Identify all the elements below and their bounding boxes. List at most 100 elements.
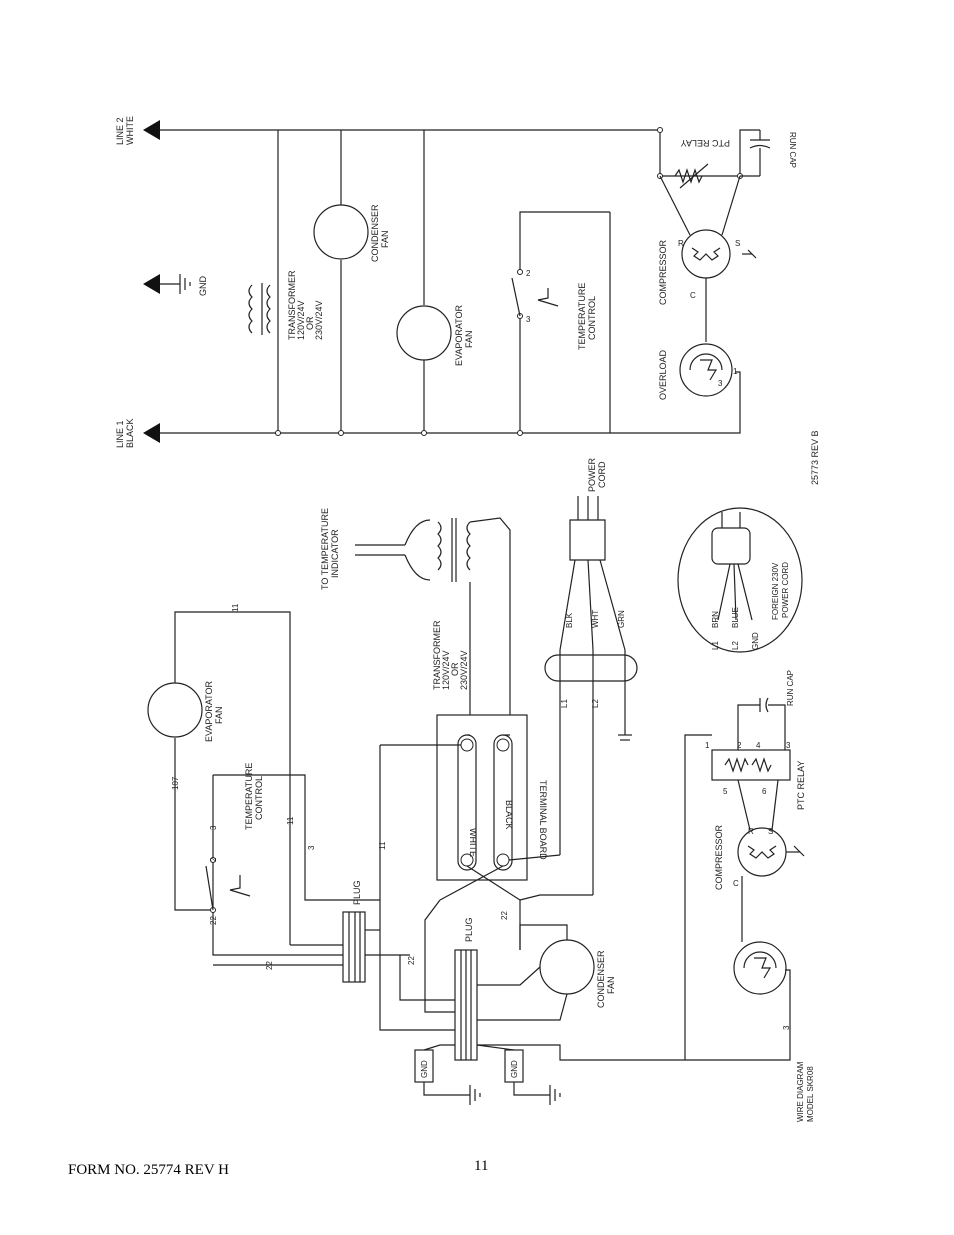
svg-text:POWER CORD: POWER CORD [781,562,790,618]
schematic-compressor-label: COMPRESSOR [658,239,668,305]
foreign-plug-icon [711,512,753,621]
svg-text:230V/24V: 230V/24V [459,650,469,690]
svg-text:120V/24V: 120V/24V [296,300,306,340]
svg-text:C: C [733,879,739,888]
svg-text:OR: OR [450,662,460,676]
svg-text:1: 1 [705,741,710,750]
svg-text:6: 6 [762,787,767,796]
cord-strain-relief [544,654,638,682]
svg-text:11: 11 [286,816,295,825]
svg-text:22: 22 [407,956,416,965]
svg-text:3: 3 [526,315,531,324]
ground-icon [469,1085,481,1105]
schematic-transformer-icon [248,283,271,335]
line2-color-label: WHITE [125,116,135,145]
schematic-gnd-label: GND [198,276,208,297]
svg-text:TRANSFORMER: TRANSFORMER [287,270,297,340]
svg-text:3: 3 [782,1025,791,1030]
svg-text:EVAPORATOR: EVAPORATOR [454,304,464,366]
svg-text:11: 11 [231,603,240,612]
svg-text:FAN: FAN [214,706,224,724]
terminal-board [436,714,528,881]
wiring-run-cap-icon [759,697,769,713]
ground-terminal-arrow [143,274,160,294]
svg-text:CONDENSER: CONDENSER [596,950,606,1008]
wiring-overload-icon [733,941,787,995]
svg-text:CONTROL: CONTROL [587,296,597,340]
terminal-black-label: BLACK [504,800,514,830]
line1-label: LINE 1 [115,420,125,448]
wiring-compressor-label: COMPRESSOR [714,824,724,890]
cord-grn-label: GRN [617,610,626,628]
svg-text:C: C [690,291,696,300]
svg-text:2: 2 [526,269,531,278]
foreign-power-cord-bubble [677,507,803,653]
schematic-diagram: LINE 2 WHITE LINE 1 BLACK GND TRANSFORME… [115,116,820,485]
svg-text:S: S [768,827,773,836]
svg-text:L2: L2 [591,699,600,708]
svg-text:S: S [735,239,740,248]
schematic-run-cap-label: RUN CAP [788,132,797,168]
svg-text:FAN: FAN [606,976,616,994]
line1-terminal-arrow [143,423,160,443]
wiring-evaporator-fan-icon [147,682,203,738]
svg-text:L2: L2 [731,641,740,650]
schematic-rev-label: 25773 REV B [810,430,820,485]
svg-text:GND: GND [751,632,760,650]
svg-text:3: 3 [786,741,791,750]
terminal-board-label: TERMINAL BOARD [538,780,548,860]
svg-text:TEMPERATURE: TEMPERATURE [244,763,254,830]
svg-text:107: 107 [171,776,180,790]
wiring-condenser-fan-icon [539,939,595,995]
svg-text:2: 2 [209,857,218,862]
cord-blk-label: BLK [565,612,574,628]
schematic-run-cap-icon [749,139,771,149]
svg-text:BRN: BRN [711,611,720,628]
svg-text:GND: GND [510,1060,519,1078]
power-cord-plug-icon [569,496,606,561]
svg-text:CONTROL: CONTROL [254,776,264,820]
page-number: 11 [474,1158,489,1174]
line1-color-label: BLACK [125,418,135,448]
svg-text:3: 3 [307,845,316,850]
wire-diagram: TO TEMPERATURE INDICATOR TRANSFORMER 120… [147,457,815,1122]
svg-text:2: 2 [737,741,742,750]
svg-text:11: 11 [378,841,387,850]
schematic-overload-icon [679,343,733,397]
schematic-ptc-relay-label: PTC RELAY [681,138,730,148]
ground-icon [549,1085,561,1105]
svg-text:L1: L1 [560,699,569,708]
schematic-temp-control-switch [511,269,559,319]
svg-text:L1: L1 [711,641,720,650]
wiring-temp-control-switch [205,857,251,913]
svg-text:5: 5 [723,787,728,796]
wiring-run-cap-label: RUN CAP [786,670,795,706]
cord-wht-label: WHT [591,610,600,628]
svg-text:TEMPERATURE: TEMPERATURE [577,283,587,350]
svg-text:22: 22 [209,916,218,925]
svg-text:230V/24V: 230V/24V [314,300,324,340]
ptc-relay-resistor-icon [674,168,703,184]
foreign-cord-label: FOREIGN 230V [771,562,780,620]
form-number: FORM NO. 25774 REV H [68,1162,229,1178]
schematic-evaporator-fan-icon [396,305,452,361]
svg-text:R: R [678,239,684,248]
svg-text:22: 22 [500,911,509,920]
svg-text:FAN: FAN [380,230,390,248]
svg-text:120V/24V: 120V/24V [441,650,451,690]
power-cord-label: POWER [587,457,597,492]
wiring-transformer-icon [437,518,471,582]
svg-text:INDICATOR: INDICATOR [330,529,340,578]
plug-lower-label: PLUG [464,917,474,942]
svg-text:MODEL SKR08: MODEL SKR08 [806,1066,815,1122]
to-temp-indicator-label: TO TEMPERATURE [320,508,330,590]
svg-text:CONDENSER: CONDENSER [370,204,380,262]
schematic-overload-label: OVERLOAD [658,349,668,400]
svg-text:4: 4 [756,741,761,750]
svg-text:EVAPORATOR: EVAPORATOR [204,680,214,742]
schematic-condenser-fan-icon [313,204,369,260]
terminal-white-label: WHITE [468,828,478,857]
ground-icon [179,274,191,294]
plug-connector-upper [342,911,366,983]
